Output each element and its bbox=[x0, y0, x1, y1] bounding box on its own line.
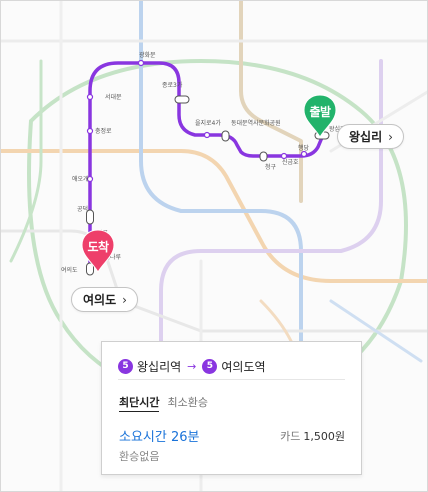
line-5-badge: 5 bbox=[202, 359, 218, 374]
bg-line-blue bbox=[139, 1, 303, 423]
bg-line-tan bbox=[239, 1, 303, 203]
station-label-haengdang: 행당 bbox=[298, 144, 310, 152]
tab-fewest-transfers[interactable]: 최소환승 bbox=[167, 396, 208, 409]
route-option-tabs: 최단시간 최소환승 bbox=[119, 394, 208, 412]
origin-station-name: 왕십리역 bbox=[137, 360, 182, 374]
fare-value: 1,500원 bbox=[303, 430, 345, 443]
end-station-chip[interactable]: 여의도 › bbox=[71, 287, 138, 312]
route-stations bbox=[86, 59, 330, 276]
station-label-jongno3ga: 종로3가 bbox=[162, 81, 183, 89]
station-dot-haengdang bbox=[300, 150, 308, 158]
bg-line-orange bbox=[1, 149, 427, 283]
start-pin-icon bbox=[303, 94, 337, 139]
station-dot-singeumho bbox=[280, 152, 288, 160]
start-station-chip-label: 왕십리 bbox=[349, 130, 383, 144]
line-5-badge: 5 bbox=[118, 359, 133, 374]
station-label-gongdeok: 공덕 bbox=[77, 206, 88, 213]
bg-line-green-2 bbox=[9, 59, 43, 263]
station-label-euljiro4ga: 을지로4가 bbox=[195, 119, 221, 127]
route-line bbox=[88, 61, 325, 271]
station-label-gwanghwamun: 광화문 bbox=[139, 52, 156, 59]
end-station-chip-label: 여의도 bbox=[83, 293, 117, 307]
start-marker-label: 출발 bbox=[309, 105, 331, 119]
station-dot-ddp bbox=[221, 130, 230, 142]
transfer-info: 환승없음 bbox=[119, 450, 160, 463]
end-marker-label: 도착 bbox=[87, 240, 109, 254]
end-pin-icon bbox=[81, 229, 115, 274]
station-label-seodaemun: 서대문 bbox=[105, 93, 122, 101]
station-label-wangsimni: 왕십리 bbox=[329, 125, 346, 133]
arrow-right-icon: → bbox=[187, 360, 197, 373]
station-label-chungjeongno: 충정로 bbox=[95, 127, 112, 135]
station-dot-gwanghwamun bbox=[137, 59, 145, 67]
end-marker[interactable]: 도착 bbox=[81, 229, 115, 274]
bg-line-blue-2 bbox=[329, 299, 423, 363]
station-dot-chungjeongno bbox=[86, 127, 94, 135]
station-dot-seodaemun bbox=[86, 93, 94, 101]
chevron-right-icon: › bbox=[122, 292, 127, 307]
station-label-aeogae: 애오개 bbox=[72, 175, 89, 183]
route-station-labels: 광화문 서대문 충정로 애오개 공덕 마포 여의나루 여의도 종로3가 을지로4… bbox=[61, 52, 346, 274]
station-dot-aeogae bbox=[86, 175, 94, 183]
start-station-chip[interactable]: 왕십리 › bbox=[337, 124, 404, 149]
station-label-yeouido: 여의도 bbox=[61, 266, 78, 274]
station-label-cheonggu: 청구 bbox=[265, 164, 277, 171]
destination-station-name: 여의도역 bbox=[221, 360, 266, 374]
start-marker[interactable]: 출발 bbox=[303, 94, 337, 139]
route-summary: 5 왕십리역 → 5 여의도역 bbox=[118, 354, 345, 380]
station-label-yeouinaru: 여의나루 bbox=[99, 253, 122, 261]
tab-shortest-time[interactable]: 최단시간 bbox=[119, 394, 160, 412]
station-dot-jongno3ga bbox=[174, 95, 190, 104]
station-dot-yeouido bbox=[86, 262, 94, 276]
travel-duration: 소요시간 26분 bbox=[119, 430, 200, 445]
station-dot-cheonggu bbox=[259, 151, 268, 162]
fare-label: 카드 bbox=[280, 430, 301, 443]
chevron-right-icon: › bbox=[388, 129, 393, 144]
station-dot-gongdeok bbox=[86, 209, 94, 225]
bg-line-lilac bbox=[159, 59, 383, 433]
station-label-singeumho: 신금호 bbox=[282, 158, 299, 166]
station-label-ddp: 동대문역사문화공원 bbox=[231, 119, 281, 127]
station-dot-euljiro4ga bbox=[203, 131, 211, 139]
